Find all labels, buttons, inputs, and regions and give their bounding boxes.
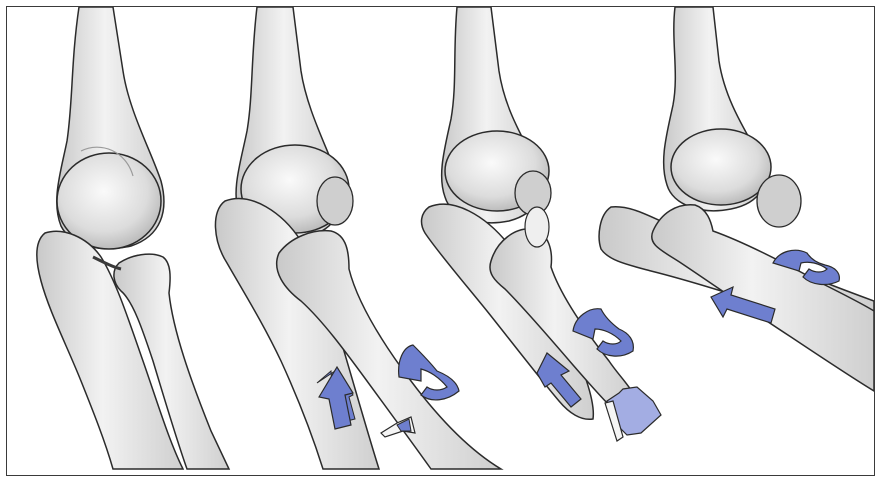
panel-1 [37, 7, 229, 469]
humerus-bone [57, 7, 164, 249]
figure-frame [6, 6, 875, 476]
humerus-bone [442, 7, 551, 223]
humerus-bone [664, 7, 801, 227]
panel-4 [599, 7, 874, 391]
radius-bone [652, 205, 874, 391]
elbow-joint-illustration [7, 7, 874, 475]
